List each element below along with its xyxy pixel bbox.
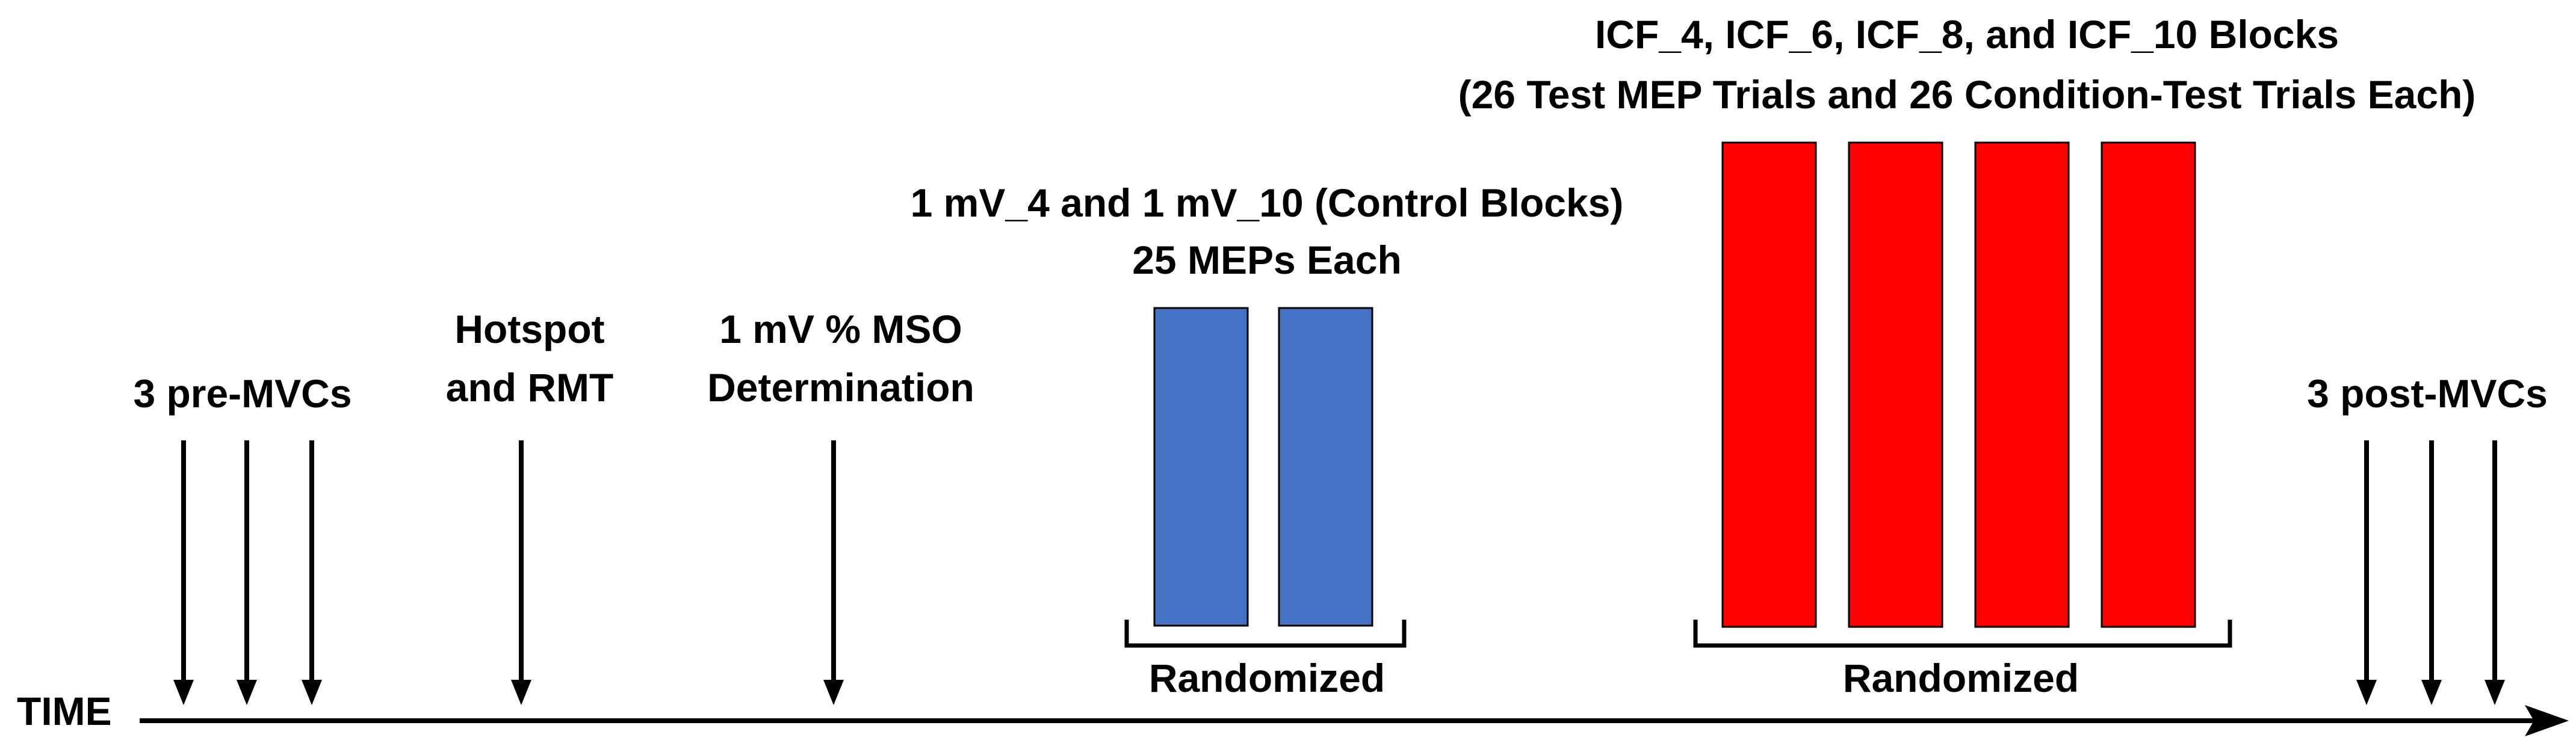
pre-mvcs-label: 3 pre-MVCs [133,371,351,416]
hotspot-label-line2: and RMT [446,365,614,410]
control-blocks-title-line1: 1 mV_4 and 1 mV_10 (Control Blocks) [911,180,1624,225]
mso-arrowhead [823,680,844,705]
mso-determination-group: 1 mV % MSO Determination [707,307,974,705]
control-blocks-randomized-label: Randomized [1149,656,1385,700]
time-axis-arrowhead [2525,705,2569,736]
icf-block-4 [2101,141,2196,628]
post-mvc-arrowhead-3 [2485,680,2505,705]
icf-block-3 [1974,141,2070,628]
icf-blocks-bracket [1693,620,2232,648]
mso-label-line2: Determination [707,365,974,410]
post-mvcs-label: 3 post-MVCs [2307,371,2548,416]
post-mvcs-arrows [2356,440,2505,705]
icf-blocks-group: ICF_4, ICF_6, ICF_8, and ICF_10 Blocks (… [1458,12,2476,700]
icf-blocks-title-line1: ICF_4, ICF_6, ICF_8, and ICF_10 Blocks [1595,12,2339,57]
pre-mvcs-arrows [173,440,322,705]
icf-blocks-randomized-label: Randomized [1843,656,2079,700]
mso-label-line1: 1 mV % MSO [719,307,962,351]
control-block-2 [1278,307,1373,627]
post-mvc-arrowhead-2 [2421,680,2442,705]
control-blocks-title-line2: 25 MEPs Each [1132,238,1402,282]
hotspot-label-line1: Hotspot [454,307,604,351]
control-block-1 [1153,307,1249,627]
control-blocks-bracket [1124,620,1407,648]
icf-blocks-title-line2: (26 Test MEP Trials and 26 Condition-Tes… [1458,72,2476,117]
pre-mvc-arrowhead-3 [302,680,322,705]
post-mvc-arrowhead-1 [2356,680,2377,705]
icf-block-1 [1721,141,1817,628]
control-blocks-group: 1 mV_4 and 1 mV_10 (Control Blocks) 25 M… [911,180,1624,700]
hotspot-arrowhead [511,680,531,705]
pre-mvcs-group: 3 pre-MVCs [133,371,352,705]
pre-mvc-arrowhead-2 [237,680,257,705]
post-mvcs-group: 3 post-MVCs [2307,371,2548,705]
hotspot-rmt-group: Hotspot and RMT [446,307,614,705]
pre-mvc-arrowhead-1 [173,680,194,705]
icf-block-2 [1848,141,1943,628]
time-axis-label: TIME [17,689,112,733]
time-axis: TIME [17,689,2569,736]
